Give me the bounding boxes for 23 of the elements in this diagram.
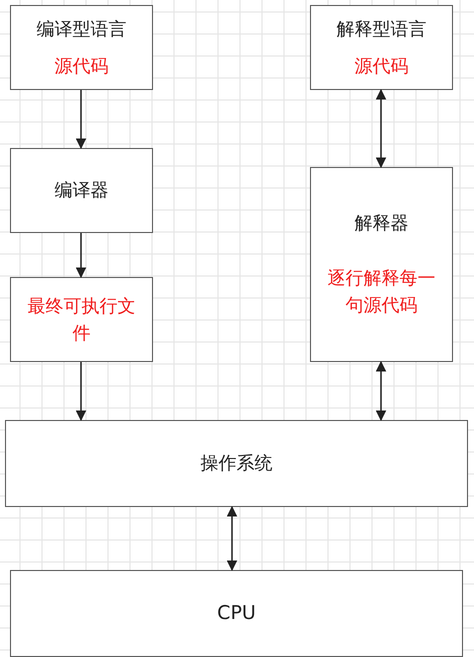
- arrow: [76, 362, 86, 422]
- arrow: [76, 233, 86, 278]
- arrow: [76, 90, 86, 150]
- box-label: 最终可执行文件: [26, 294, 136, 346]
- arrow: [376, 88, 386, 168]
- process-box: [310, 167, 453, 362]
- process-box: [10, 5, 153, 90]
- arrow: [376, 360, 386, 422]
- box-label: 操作系统: [200, 452, 272, 476]
- process-box: [10, 570, 463, 657]
- box-label: 编译器: [54, 179, 108, 203]
- box-label: 解释器: [354, 212, 408, 236]
- arrow: [226, 506, 238, 572]
- box-label: CPU: [217, 601, 256, 626]
- process-box: [10, 148, 153, 233]
- box-subtitle: 源代码: [354, 54, 408, 78]
- process-box: [5, 420, 468, 507]
- process-box: [310, 5, 453, 90]
- box-label: 编译型语言: [36, 18, 126, 42]
- box-subtitle: 逐行解释每一句源代码: [326, 267, 436, 318]
- process-box: [10, 277, 153, 362]
- box-subtitle: 源代码: [54, 54, 108, 78]
- box-label: 解释型语言: [336, 18, 426, 42]
